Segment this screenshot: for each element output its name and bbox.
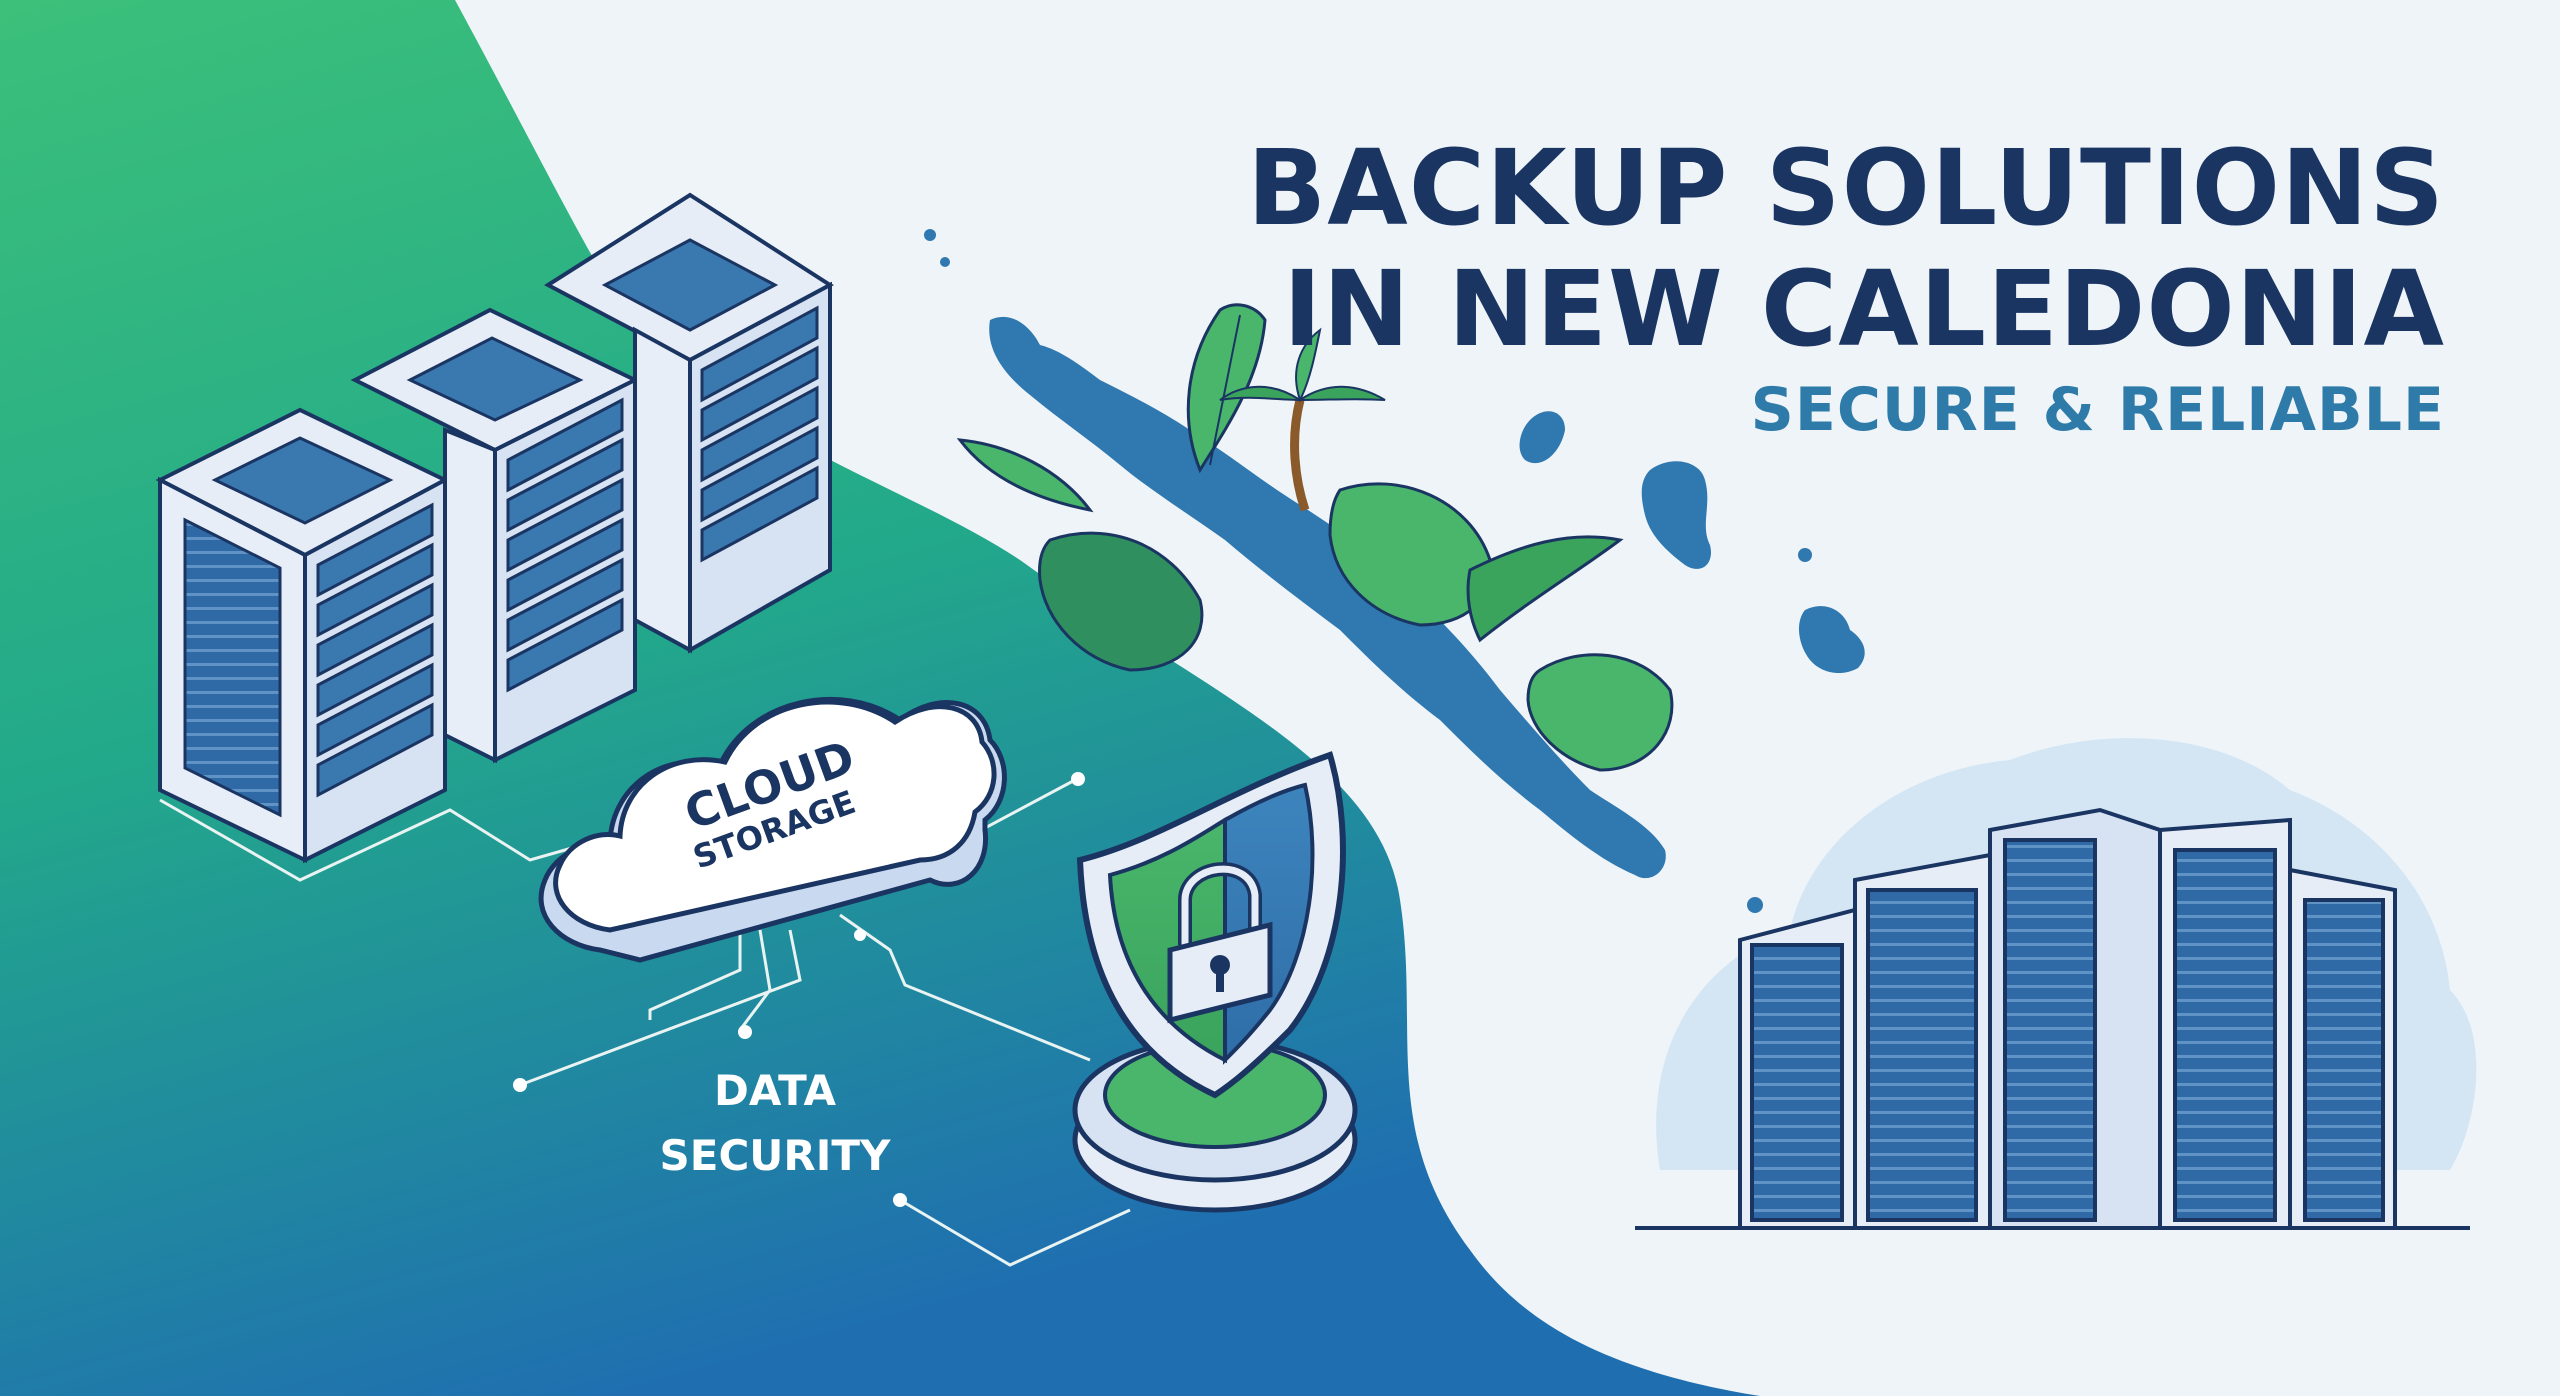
headline-line2: IN NEW CALEDONIA [1282,247,2445,370]
subtitle: SECURE & RELIABLE [1750,375,2445,445]
circuit-nodes [513,772,1085,1207]
shield-lock-icon [1072,751,1358,1213]
server-rack-icon [350,307,640,764]
security-label-line2: SECURITY [660,1131,891,1180]
island-map-icon [924,229,1865,913]
server-rack-icon [155,407,450,864]
datacenter-icon [1635,738,2477,1230]
palm-leaf-icon [956,303,1674,772]
security-label-line1: DATA [714,1066,836,1115]
server-rack-icon [544,192,834,654]
cloud-icon: CLOUD STORAGE [538,697,1007,963]
headline: BACKUP SOLUTIONS IN NEW CALEDONIA [1247,128,2445,369]
headline-line1: BACKUP SOLUTIONS [1246,127,2445,249]
